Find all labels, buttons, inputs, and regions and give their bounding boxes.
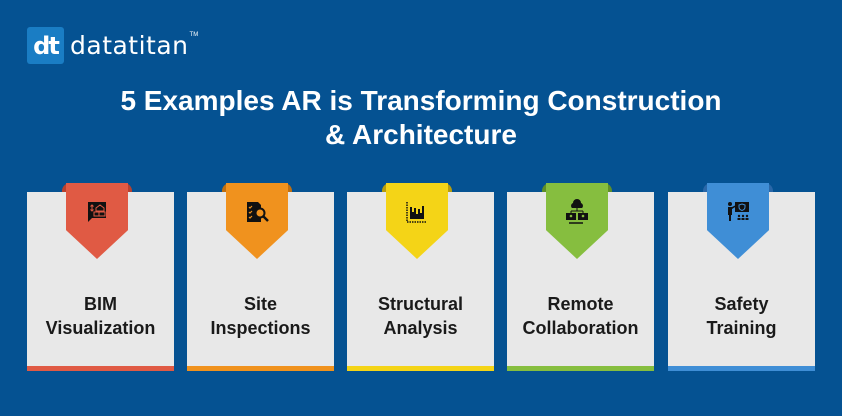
trademark: TM <box>189 32 199 38</box>
logo-text: datatitan <box>70 31 189 60</box>
title-line-1: 5 Examples AR is Transforming Constructi… <box>120 85 722 116</box>
brand-logo: dt datatitan TM <box>27 27 198 64</box>
building-blueprint-icon <box>88 202 106 222</box>
cloud-network-icon <box>566 199 588 224</box>
title-line-2: & Architecture <box>325 119 517 150</box>
logo-mark: dt <box>27 27 64 64</box>
card-accent-bar <box>668 366 815 371</box>
bar-chart-icon <box>406 202 427 223</box>
page-title: 5 Examples AR is Transforming Constructi… <box>0 84 842 152</box>
card-accent-bar <box>347 366 494 371</box>
card-accent-bar <box>187 366 334 371</box>
card-accent-bar <box>27 366 174 371</box>
card-accent-bar <box>507 366 654 371</box>
presenter-training-icon <box>728 202 749 221</box>
checklist-magnifier-icon <box>247 202 269 222</box>
